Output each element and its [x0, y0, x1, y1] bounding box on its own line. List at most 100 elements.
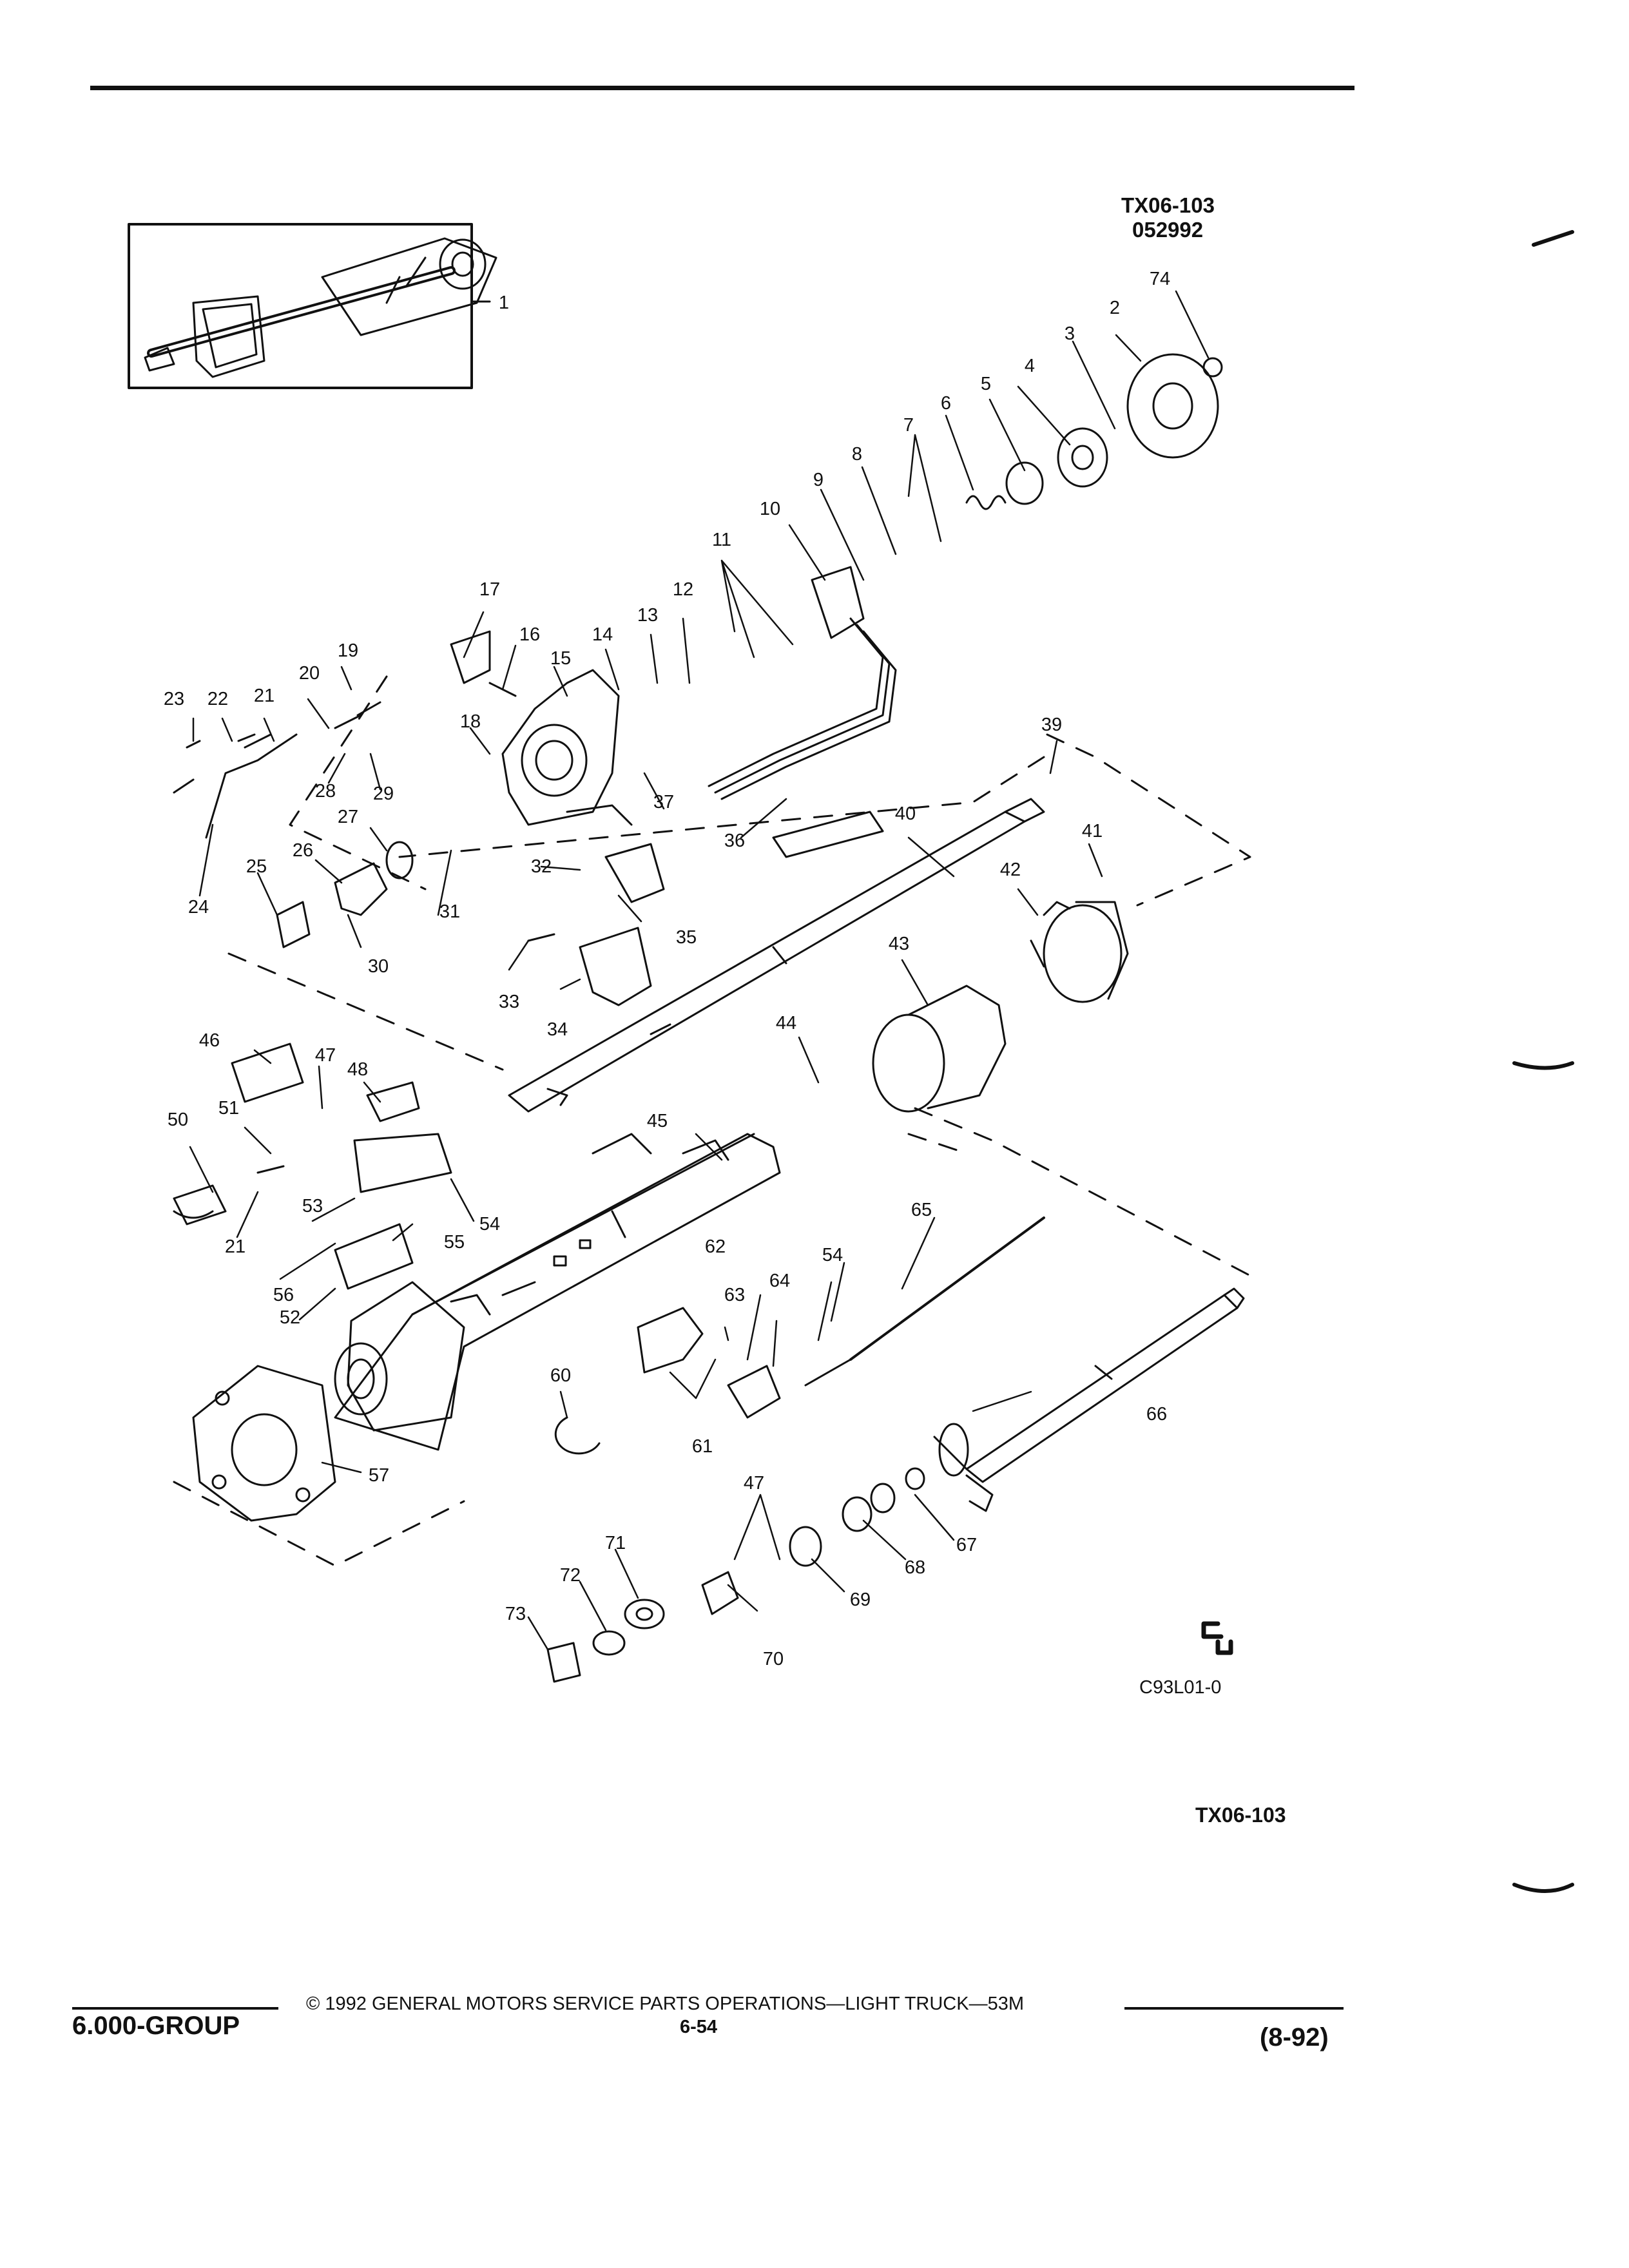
callout-label: 8	[851, 444, 863, 465]
jacket-45	[334, 1133, 781, 1451]
callout-label: 66	[1146, 1404, 1168, 1425]
callout-label: 46	[198, 1030, 220, 1051]
callout-label: 27	[337, 807, 359, 827]
bearing-housing-43	[872, 985, 1007, 1113]
callout-label: 21	[224, 1236, 246, 1257]
callout-label: 55	[443, 1232, 465, 1253]
callout-label: 16	[519, 624, 541, 645]
leader-lines	[189, 290, 1210, 1651]
callout-label: 13	[637, 605, 659, 626]
callout-label: 34	[546, 1019, 568, 1040]
callout-label: 47	[314, 1045, 336, 1066]
figure-code: C93L01-0	[1139, 1677, 1222, 1698]
spring-6	[965, 495, 1007, 510]
logo-mark	[1201, 1621, 1233, 1655]
callout-label: 62	[704, 1236, 726, 1257]
callout-label: 57	[368, 1465, 390, 1486]
callout-label: 35	[675, 927, 697, 948]
footer-copyright: © 1992 GENERAL MOTORS SERVICE PARTS OPER…	[306, 1994, 1024, 2014]
callout-label: 25	[246, 856, 267, 877]
callout-label: 9	[813, 470, 824, 490]
footer-page-number: 6-54	[680, 2017, 718, 2037]
callout-label: 21	[253, 686, 275, 706]
rod-65	[849, 1216, 1045, 1361]
callout-label: 74	[1149, 269, 1171, 289]
callout-label: 50	[167, 1110, 189, 1130]
cover-42	[1030, 901, 1129, 1003]
doc-date-code: 052992	[1132, 218, 1204, 242]
callout-label: 26	[292, 840, 314, 861]
callout-label: 43	[888, 934, 910, 954]
callout-label: 71	[604, 1533, 626, 1553]
callout-label: 10	[759, 499, 781, 519]
callout-label: 11	[711, 530, 732, 550]
bottom-ref-code: TX06-103	[1195, 1803, 1286, 1827]
retainer-ring-60	[554, 1416, 601, 1455]
brackets	[527, 811, 884, 1006]
callout-label: 53	[302, 1196, 323, 1216]
callout-label: 2	[1109, 298, 1121, 318]
callout-label: 70	[762, 1649, 784, 1669]
margin-mark	[1512, 1883, 1574, 1893]
callout-label: 42	[999, 860, 1021, 880]
callout-label: 5	[980, 374, 992, 394]
inset-assembly-box	[128, 223, 497, 389]
margin-mark	[1512, 1061, 1574, 1070]
callout-label: 60	[550, 1365, 572, 1386]
nut-74	[1202, 357, 1223, 378]
callout-label: 19	[337, 640, 359, 661]
callout-label: 4	[1024, 356, 1036, 376]
callout-label: 63	[724, 1285, 746, 1305]
callout-label: 61	[691, 1436, 713, 1457]
callout-label: 20	[298, 663, 320, 684]
left-middle-parts	[173, 1043, 452, 1290]
callout-label: 52	[279, 1307, 301, 1328]
callout-label: 54	[822, 1245, 843, 1265]
footer-revision: (8-92)	[1260, 2023, 1329, 2052]
callout-label: 51	[218, 1098, 240, 1119]
callout-label: 37	[653, 792, 675, 812]
margin-mark	[1532, 230, 1574, 247]
callout-label: 1	[498, 293, 510, 313]
top-rule	[90, 86, 1354, 90]
callout-label: 7	[903, 415, 914, 436]
callout-label: 67	[956, 1535, 978, 1555]
callout-label: 23	[163, 689, 185, 709]
callout-label: 33	[498, 992, 520, 1012]
callout-label: 30	[367, 956, 389, 977]
callout-label: 39	[1041, 715, 1063, 735]
lower-shaft-66	[933, 1287, 1245, 1512]
callout-label: 64	[769, 1271, 791, 1291]
footer-rule-left	[72, 2007, 278, 2010]
callout-label: 48	[347, 1059, 369, 1080]
footer-group: 6.000-GROUP	[72, 2012, 240, 2040]
callout-label: 65	[911, 1200, 932, 1220]
callout-label: 69	[849, 1590, 871, 1610]
callout-label: 15	[550, 648, 572, 669]
callout-label: 28	[314, 781, 336, 802]
callout-label: 17	[479, 579, 501, 600]
callout-label: 22	[207, 689, 229, 709]
switch-62	[637, 1307, 781, 1419]
callout-label: 12	[672, 579, 694, 600]
callout-label: 72	[559, 1565, 581, 1586]
callout-label: 68	[904, 1557, 926, 1578]
mounting-plate	[334, 1281, 465, 1432]
callout-label: 56	[273, 1285, 294, 1305]
callout-label: 6	[940, 393, 952, 414]
callout-label: 32	[530, 856, 552, 877]
callout-label: 40	[894, 803, 916, 824]
callout-label: 54	[479, 1214, 501, 1235]
callout-label: 29	[372, 783, 394, 804]
switch-harness-10	[708, 566, 897, 800]
callout-label: 14	[592, 624, 613, 645]
callout-label: 47	[743, 1473, 765, 1494]
cam-5	[1005, 461, 1044, 505]
callout-label: 45	[646, 1111, 668, 1131]
housing-15	[501, 669, 633, 826]
assembly-dashed-guides	[173, 675, 1258, 1567]
misc-parts-top-left	[173, 630, 517, 948]
callout-label: 44	[775, 1013, 797, 1033]
callout-label: 31	[439, 901, 461, 922]
